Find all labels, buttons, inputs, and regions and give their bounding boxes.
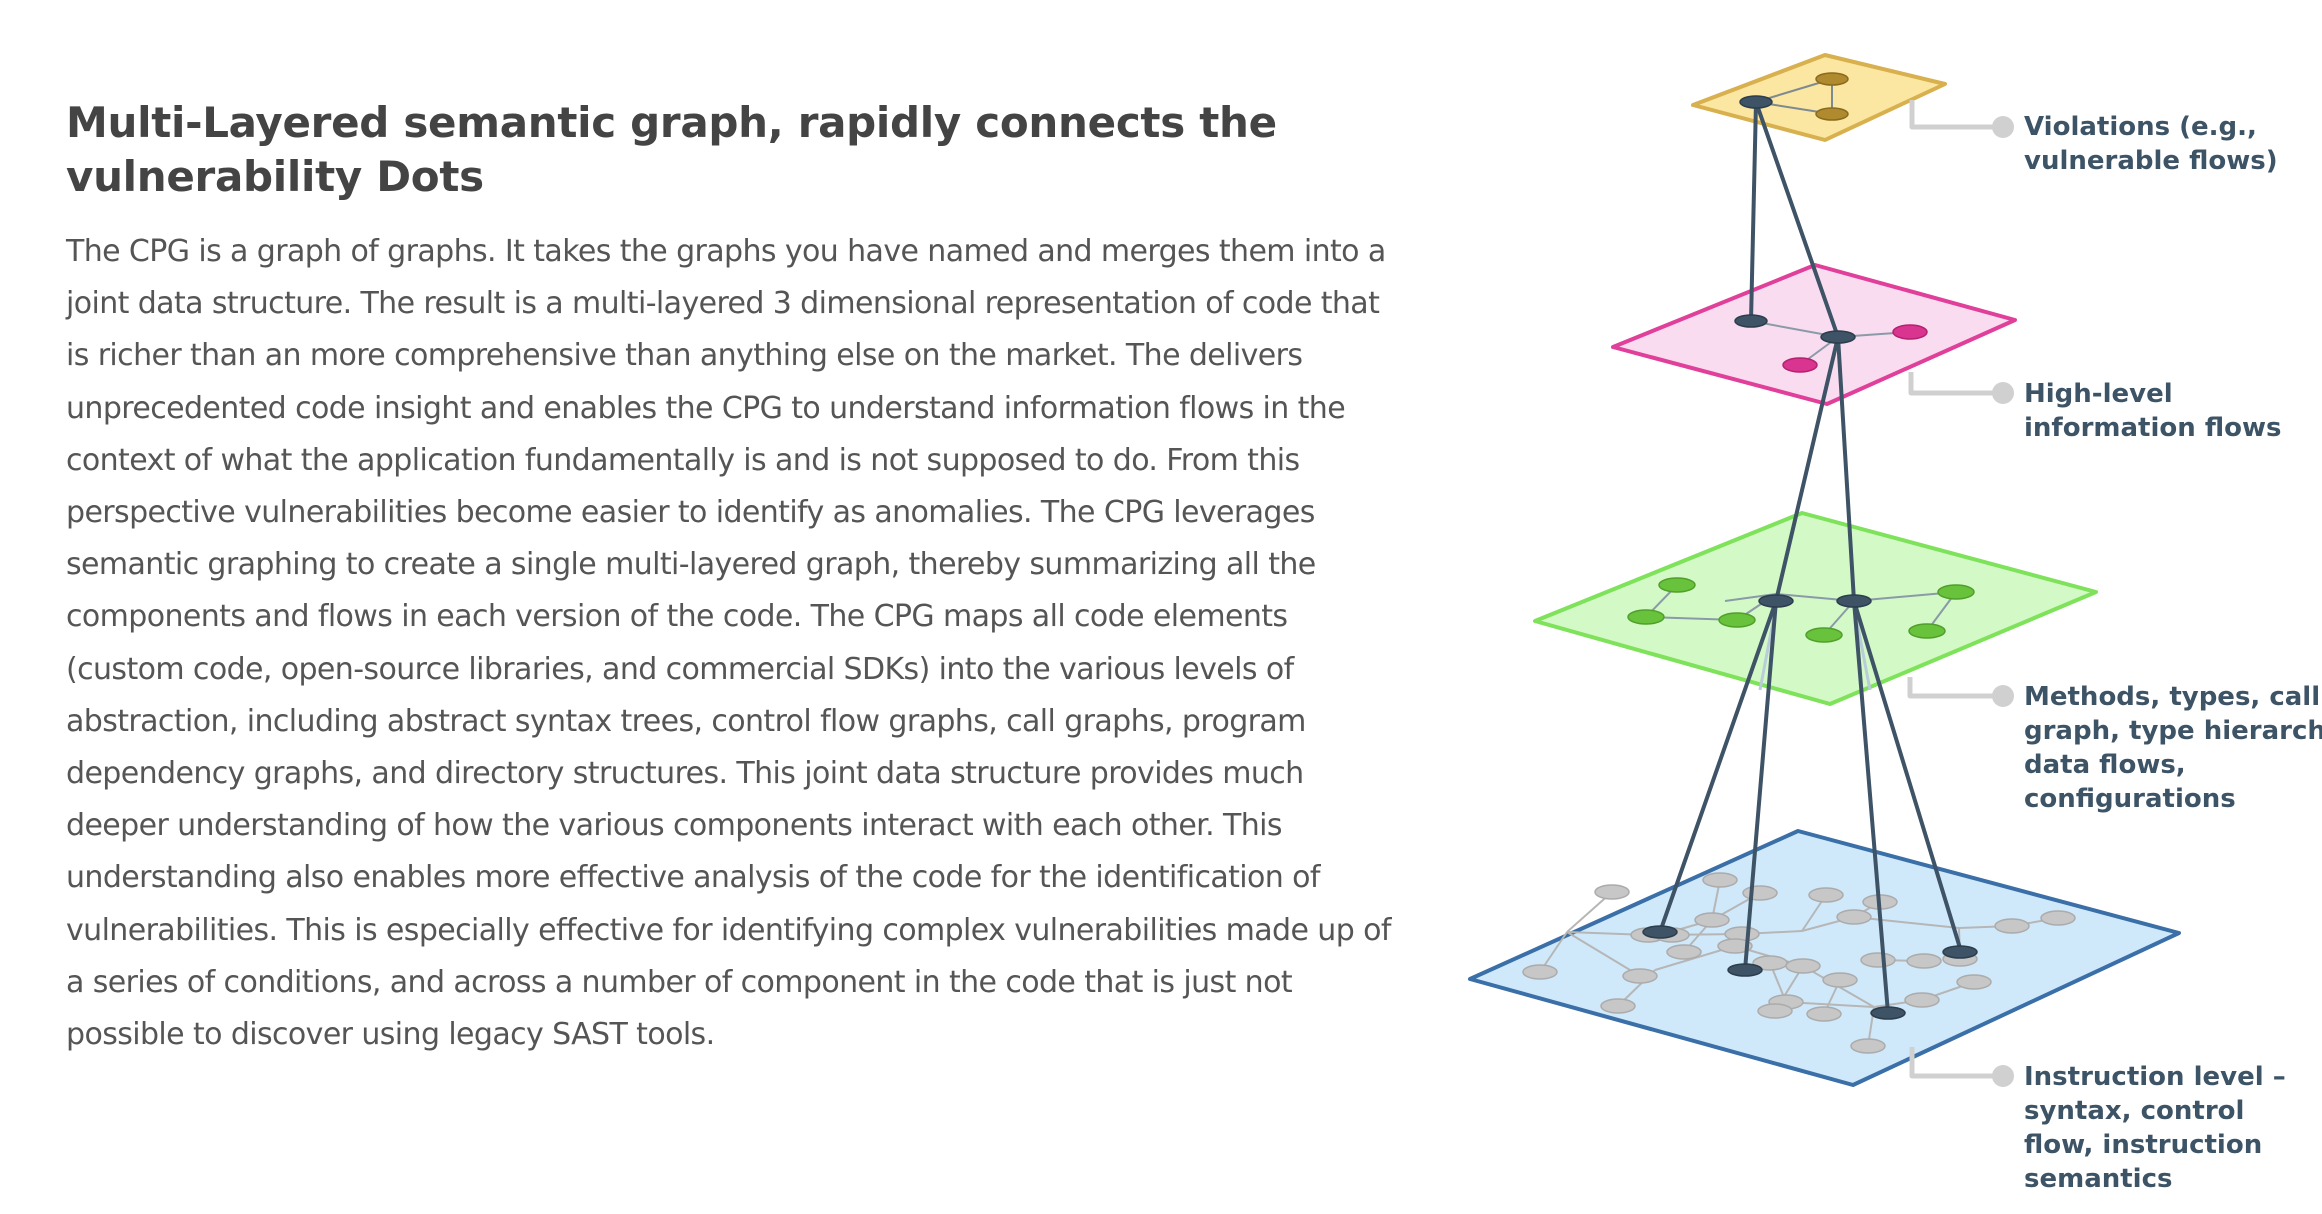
label-instruction-line: flow, instruction: [2024, 1130, 2262, 1160]
label-violations-line: Violations (e.g.,: [2024, 112, 2257, 142]
layer-violations-plane: [1691, 53, 1947, 142]
vertical-connectors: [1658, 100, 1962, 1015]
article-title-line-2: vulnerability Dots: [66, 152, 484, 201]
label-methods-line: graph, type hierarchy,: [2024, 716, 2322, 746]
methods-node-b: [1836, 594, 1872, 608]
instruction-node-a: [1642, 925, 1678, 939]
methods-node-a: [1758, 594, 1794, 608]
layer-instruction-plane: [1468, 829, 2181, 1087]
label-methods: Methods, types, call graph, type hierarc…: [2024, 682, 2322, 814]
leader-lines: [1907, 100, 2000, 1079]
label-methods-line: configurations: [2024, 784, 2236, 814]
article-paragraph: The CPG is a graph of graphs. It takes t…: [66, 234, 1391, 1053]
label-violations-line: vulnerable flows): [2024, 146, 2278, 176]
layer-instruction-nodes: [1522, 872, 2076, 1054]
key-nodes: [1642, 95, 1978, 1020]
layer-highlevel-nodes: [1782, 324, 1928, 373]
leader-dots: [1992, 116, 2014, 1087]
article-title: Multi-Layered semantic graph, rapidly co…: [66, 96, 1396, 204]
layer-highlevel-plane: [1611, 263, 2017, 406]
highlevel-node-a: [1734, 314, 1768, 328]
article-title-line-1: Multi-Layered semantic graph, rapidly co…: [66, 98, 1277, 147]
article: Multi-Layered semantic graph, rapidly co…: [66, 96, 1396, 1061]
layer-methods-nodes: [1627, 577, 1975, 643]
cpg-layer-diagram-svg: Violations (e.g., vulnerable flows) High…: [1468, 53, 2322, 1194]
label-highlevel-line: information flows: [2024, 413, 2281, 443]
label-methods-line: Methods, types, call: [2024, 682, 2320, 712]
violation-node: [1739, 95, 1773, 109]
label-highlevel-line: High-level: [2024, 379, 2173, 409]
instruction-node-c: [1870, 1006, 1906, 1020]
instruction-node-b: [1727, 963, 1763, 977]
instruction-node-d: [1942, 945, 1978, 959]
label-instruction: Instruction level – syntax, control flow…: [2024, 1062, 2295, 1194]
label-instruction-line: semantics: [2024, 1164, 2172, 1194]
layer-methods-plane: [1533, 511, 2098, 706]
label-instruction-line: syntax, control: [2024, 1096, 2244, 1126]
label-methods-line: data flows,: [2024, 750, 2186, 780]
highlevel-node-b: [1820, 330, 1856, 344]
label-highlevel: High-level information flows: [2024, 379, 2281, 443]
layer-violations-nodes: [1815, 72, 1849, 121]
cpg-layer-diagram: Violations (e.g., vulnerable flows) High…: [1400, 0, 2322, 1214]
label-violations: Violations (e.g., vulnerable flows): [2024, 112, 2278, 176]
label-instruction-line: Instruction level –: [2024, 1062, 2286, 1092]
